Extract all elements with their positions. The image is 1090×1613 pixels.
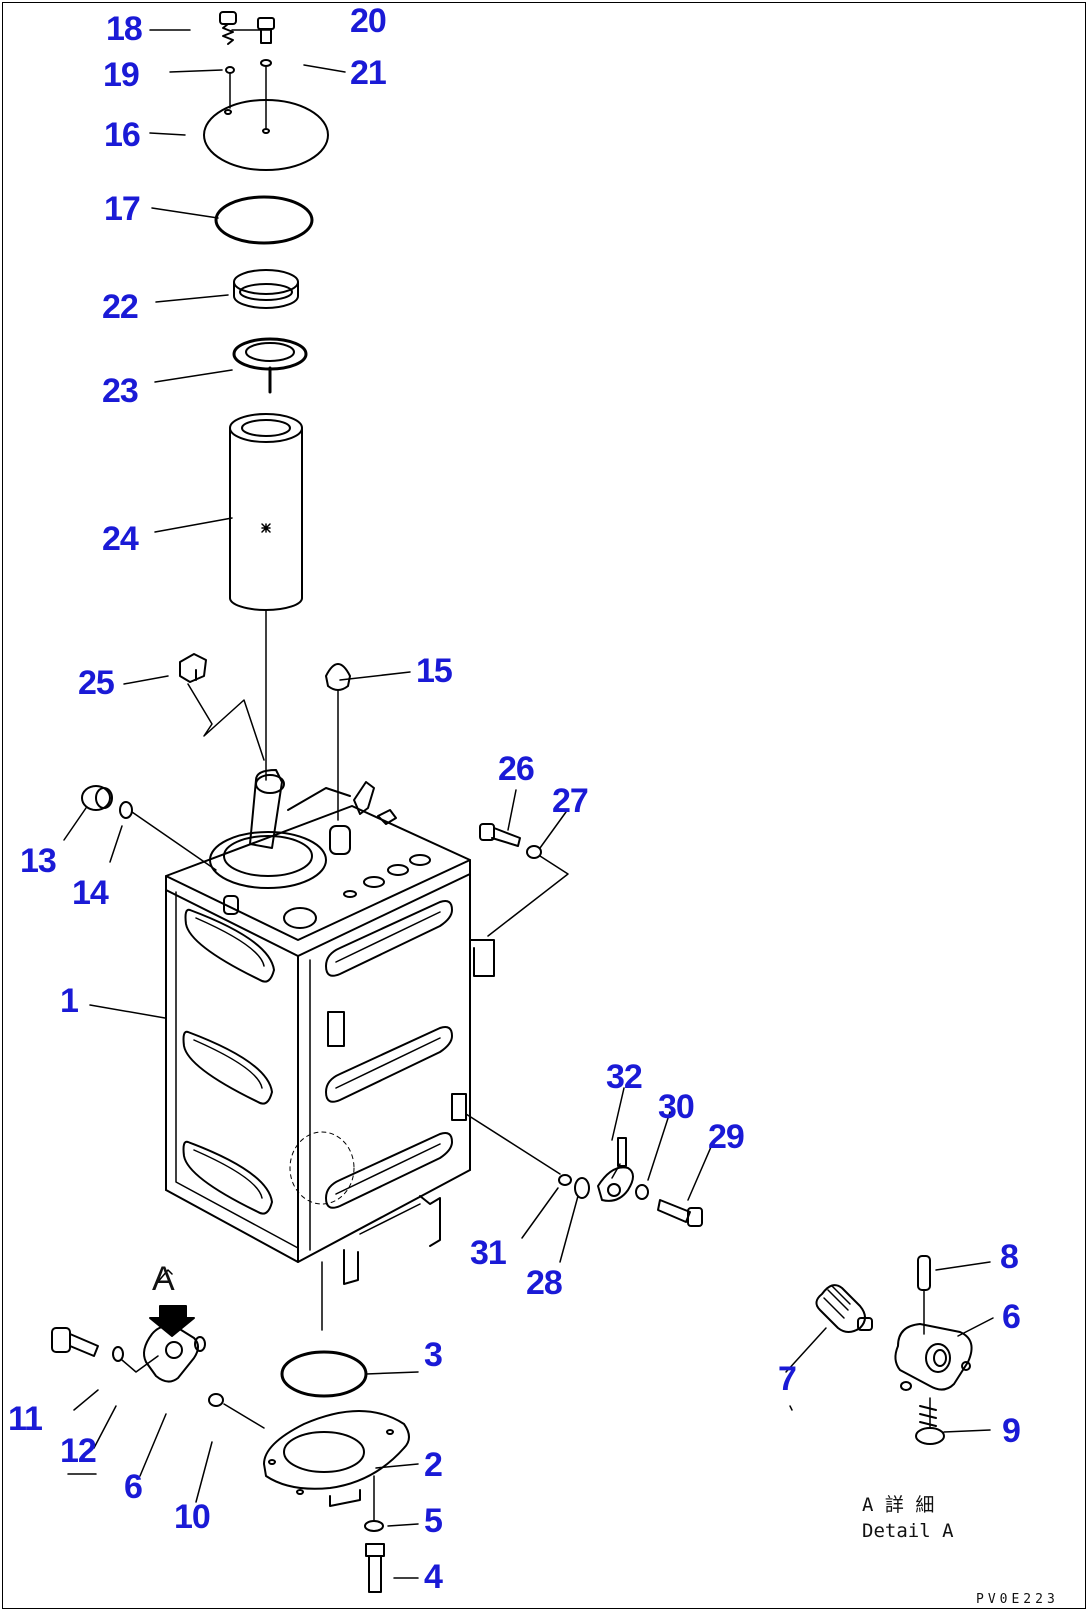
- view-a-arrow: [149, 1269, 195, 1337]
- detail-caption-jp: A 詳 細: [862, 1494, 935, 1516]
- callout-14: 14: [72, 874, 109, 912]
- part-6-elbow-detail: [894, 1323, 973, 1391]
- callout-17: 17: [104, 190, 141, 228]
- callout-12: 12: [60, 1432, 97, 1470]
- part-28-spacer: [574, 1177, 590, 1199]
- callout-23: 23: [102, 372, 139, 410]
- part-17-oring: [214, 195, 314, 245]
- part-27-washer: [526, 845, 542, 859]
- part-2-bottom-cover: [263, 1410, 410, 1507]
- callout-32: 32: [606, 1058, 643, 1096]
- part-30-washer: [635, 1184, 649, 1200]
- callout-15: 15: [416, 652, 453, 690]
- callout-18: 18: [106, 10, 143, 48]
- callout-8: 8: [1000, 1238, 1019, 1276]
- callout-24: 24: [102, 520, 139, 558]
- leader-lines: [63, 29, 994, 1579]
- callout-6-detail: 6: [1002, 1298, 1021, 1336]
- callout-16: 16: [104, 116, 141, 154]
- part-4-bolt: [365, 1543, 385, 1593]
- part-11-bolt: [51, 1327, 99, 1357]
- callout-5: 5: [424, 1502, 443, 1540]
- part-14-oring: [119, 801, 133, 819]
- part-29-bolt: [657, 1199, 703, 1227]
- callout-22: 22: [102, 288, 139, 326]
- part-9-screw: [915, 1397, 945, 1445]
- part-26-bolt: [479, 823, 521, 847]
- callout-31: 31: [470, 1234, 507, 1272]
- part-22-ring: [233, 269, 299, 309]
- part-7-fitting: [815, 1284, 873, 1333]
- part-10-plug: [208, 1393, 224, 1407]
- callout-19: 19: [103, 56, 140, 94]
- callout-13: 13: [20, 842, 57, 880]
- part-16-cover: [203, 99, 329, 171]
- callout-6: 6: [124, 1468, 143, 1506]
- callout-2: 2: [424, 1446, 443, 1484]
- part-13-plug: [81, 785, 113, 811]
- callout-10: 10: [174, 1498, 211, 1536]
- callout-9: 9: [1002, 1412, 1021, 1450]
- part-24-element: [229, 413, 303, 611]
- detail-caption-en: Detail A: [862, 1520, 954, 1542]
- part-23-valve: [232, 337, 308, 394]
- callout-1: 1: [60, 982, 79, 1020]
- part-6-elbow: [143, 1325, 206, 1383]
- callout-20: 20: [350, 2, 387, 40]
- part-20-bolt: [257, 17, 275, 44]
- view-arrow-label: A: [152, 1260, 175, 1298]
- part-19-washer: [225, 66, 235, 74]
- callout-3: 3: [424, 1336, 443, 1374]
- part-3-oring: [280, 1350, 368, 1398]
- part-21-washer: [260, 59, 272, 67]
- part-18-plug: [219, 11, 237, 45]
- part-1-tank: [165, 769, 495, 1285]
- part-8-pin: [917, 1255, 931, 1335]
- callout-4: 4: [424, 1558, 443, 1596]
- callout-21: 21: [350, 54, 387, 92]
- callout-27: 27: [552, 782, 589, 820]
- callout-28: 28: [526, 1264, 563, 1302]
- part-32-clamp: [597, 1137, 634, 1202]
- callout-30: 30: [658, 1088, 695, 1126]
- drawing-code: PV0E223: [976, 1592, 1059, 1607]
- callout-11: 11: [8, 1400, 43, 1438]
- part-5-washer: [364, 1520, 384, 1532]
- part-12-washer: [112, 1346, 124, 1362]
- callout-29: 29: [708, 1118, 745, 1156]
- callout-25: 25: [78, 664, 115, 702]
- part-15-sensor: [325, 663, 351, 821]
- callout-26: 26: [498, 750, 535, 788]
- callout-7: 7: [778, 1360, 797, 1398]
- part-25-bracket: [179, 653, 265, 761]
- part-31-washer: [558, 1174, 572, 1186]
